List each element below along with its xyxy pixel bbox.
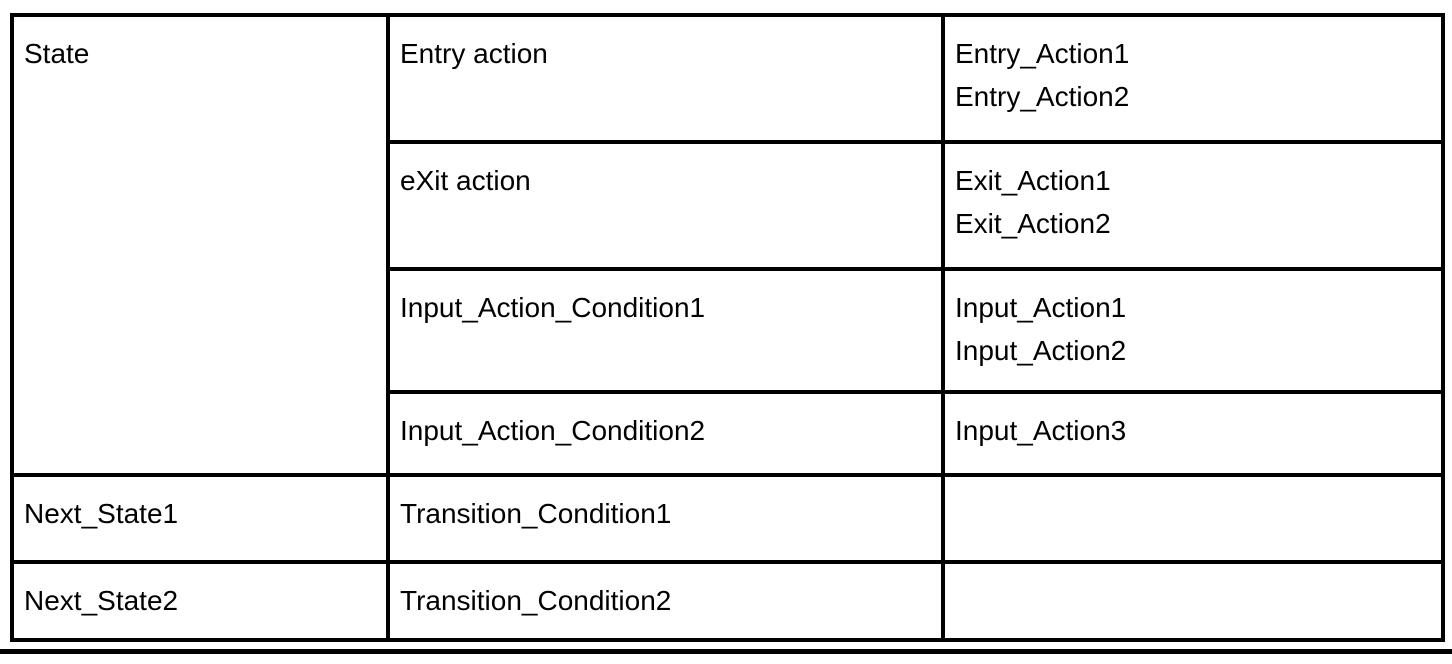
- input-action-2: Input_Action2: [955, 335, 1127, 366]
- entry-actions-cell: Entry_Action1 Entry_Action2: [941, 13, 1445, 144]
- entry-action-label-cell: Entry action: [386, 13, 945, 144]
- input-actions-2-cell: Input_Action3: [941, 390, 1445, 477]
- exit-action-2: Exit_Action2: [955, 208, 1111, 239]
- state-label: State: [24, 38, 90, 69]
- input-actions-1-cell: Input_Action1 Input_Action2: [941, 267, 1445, 394]
- transition-condition-2-label: Transition_Condition2: [400, 585, 672, 616]
- row-input-condition-1: Input_Action_Condition1 Input_Action1 In…: [12, 267, 1445, 394]
- input-action-1: Input_Action1: [955, 292, 1127, 323]
- transition-condition-1-cell: Transition_Condition1: [386, 473, 945, 564]
- exit-actions-cell: Exit_Action1 Exit_Action2: [941, 140, 1445, 271]
- state-cell: State: [10, 13, 390, 477]
- row-input-condition-2: Input_Action_Condition2 Input_Action3: [12, 390, 1445, 477]
- next-state-1-label: Next_State1: [24, 498, 179, 529]
- input-condition-2-label: Input_Action_Condition2: [400, 415, 706, 446]
- next-state-2-cell: Next_State2: [10, 560, 390, 642]
- input-condition-1-cell: Input_Action_Condition1: [386, 267, 945, 394]
- transition-condition-2-cell: Transition_Condition2: [386, 560, 945, 642]
- next-state-1-cell: Next_State1: [10, 473, 390, 564]
- state-description-table: State Entry action Entry_Action1 Entry_A…: [10, 13, 1445, 642]
- input-condition-2-cell: Input_Action_Condition2: [386, 390, 945, 477]
- input-condition-1-label: Input_Action_Condition1: [400, 292, 706, 323]
- entry-action-label: Entry action: [400, 38, 548, 69]
- input-action-3: Input_Action3: [955, 415, 1127, 446]
- bottom-horizontal-rule: [0, 649, 1452, 654]
- transition-condition-1-label: Transition_Condition1: [400, 498, 672, 529]
- exit-action-1: Exit_Action1: [955, 165, 1111, 196]
- row-entry-action: State Entry action Entry_Action1 Entry_A…: [10, 13, 1445, 477]
- next-state-2-label: Next_State2: [24, 585, 179, 616]
- entry-action-2: Entry_Action2: [955, 81, 1130, 112]
- row-transition-2: Next_State2 Transition_Condition2: [10, 560, 1445, 642]
- row-transition-1: Next_State1 Transition_Condition1: [10, 473, 1445, 564]
- exit-action-label: eXit action: [400, 165, 531, 196]
- entry-action-1: Entry_Action1: [955, 38, 1130, 69]
- row-exit-action: eXit action Exit_Action1 Exit_Action2: [12, 140, 1445, 271]
- transition-2-actions-empty-cell: [941, 560, 1445, 642]
- exit-action-label-cell: eXit action: [386, 140, 945, 271]
- transition-1-actions-empty-cell: [941, 473, 1445, 564]
